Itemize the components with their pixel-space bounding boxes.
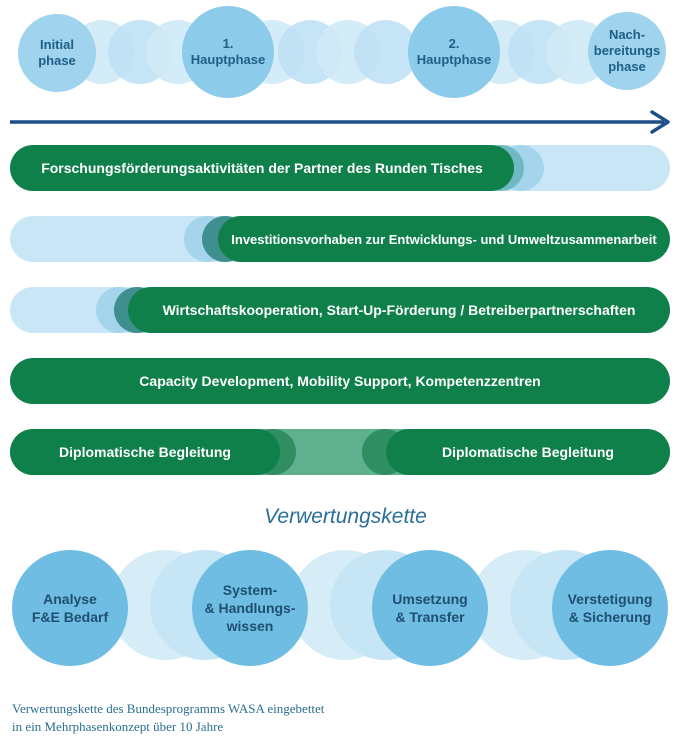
phase-circle-hauptphase-2: [408, 6, 500, 98]
caption: Verwertungskette des Bundesprogramms WAS…: [12, 700, 672, 736]
phase-circle-hauptphase-1: [182, 6, 274, 98]
bar-fill: [218, 216, 670, 262]
bar-fill: [10, 358, 670, 404]
bar-label: Forschungsförderungsaktivitäten der Part…: [41, 160, 483, 176]
caption-line-2: in ein Mehrphasenkonzept über 10 Jahre: [12, 719, 224, 734]
chain-label-analyse: Analyse F&E Bedarf: [31, 591, 109, 625]
phase-label-initial: Initial phase: [38, 37, 76, 68]
bar-fill: [128, 287, 670, 333]
bar-label: Capacity Development, Mobility Support, …: [139, 373, 541, 389]
bar-fill-left: [10, 429, 280, 475]
chain-label-system: System- & Handlungs- wissen: [204, 582, 296, 634]
caption-line-1: Verwertungskette des Bundesprogramms WAS…: [12, 701, 325, 716]
phase-label-hauptphase-2: 2. Hauptphase: [416, 36, 492, 67]
chain-title: Verwertungskette: [264, 505, 427, 528]
bar-label: Investitionsvorhaben zur Entwicklungs- u…: [231, 231, 657, 247]
bar-label-left: Diplomatische Begleitung: [59, 444, 231, 460]
phase-circle-initial: [18, 14, 96, 92]
chain-circle-umsetzung: [372, 550, 488, 666]
bar-label: Wirtschaftskooperation, Start-Up-Förderu…: [162, 302, 636, 318]
chain-circle-analyse: [12, 550, 128, 666]
chain-circle-verstetigung: [552, 550, 668, 666]
phase-connector-circle: [354, 20, 418, 84]
bar-label-right: Diplomatische Begleitung: [442, 444, 614, 460]
chain-circle-system: [192, 550, 308, 666]
chain-label-verstetigung: Verstetigung & Sicherung: [567, 591, 653, 625]
bar-fill-right: [386, 429, 670, 475]
chain-label-umsetzung: Umsetzung & Transfer: [392, 591, 468, 625]
phase-circle-nachbereitung: [588, 12, 666, 90]
phase-label-nachbereitung: Nach- bereitungs phase: [593, 27, 661, 74]
phase-label-hauptphase-1: 1. Hauptphase: [190, 36, 266, 67]
timeline-arrow: [10, 110, 670, 134]
bar-fill: [10, 145, 514, 191]
